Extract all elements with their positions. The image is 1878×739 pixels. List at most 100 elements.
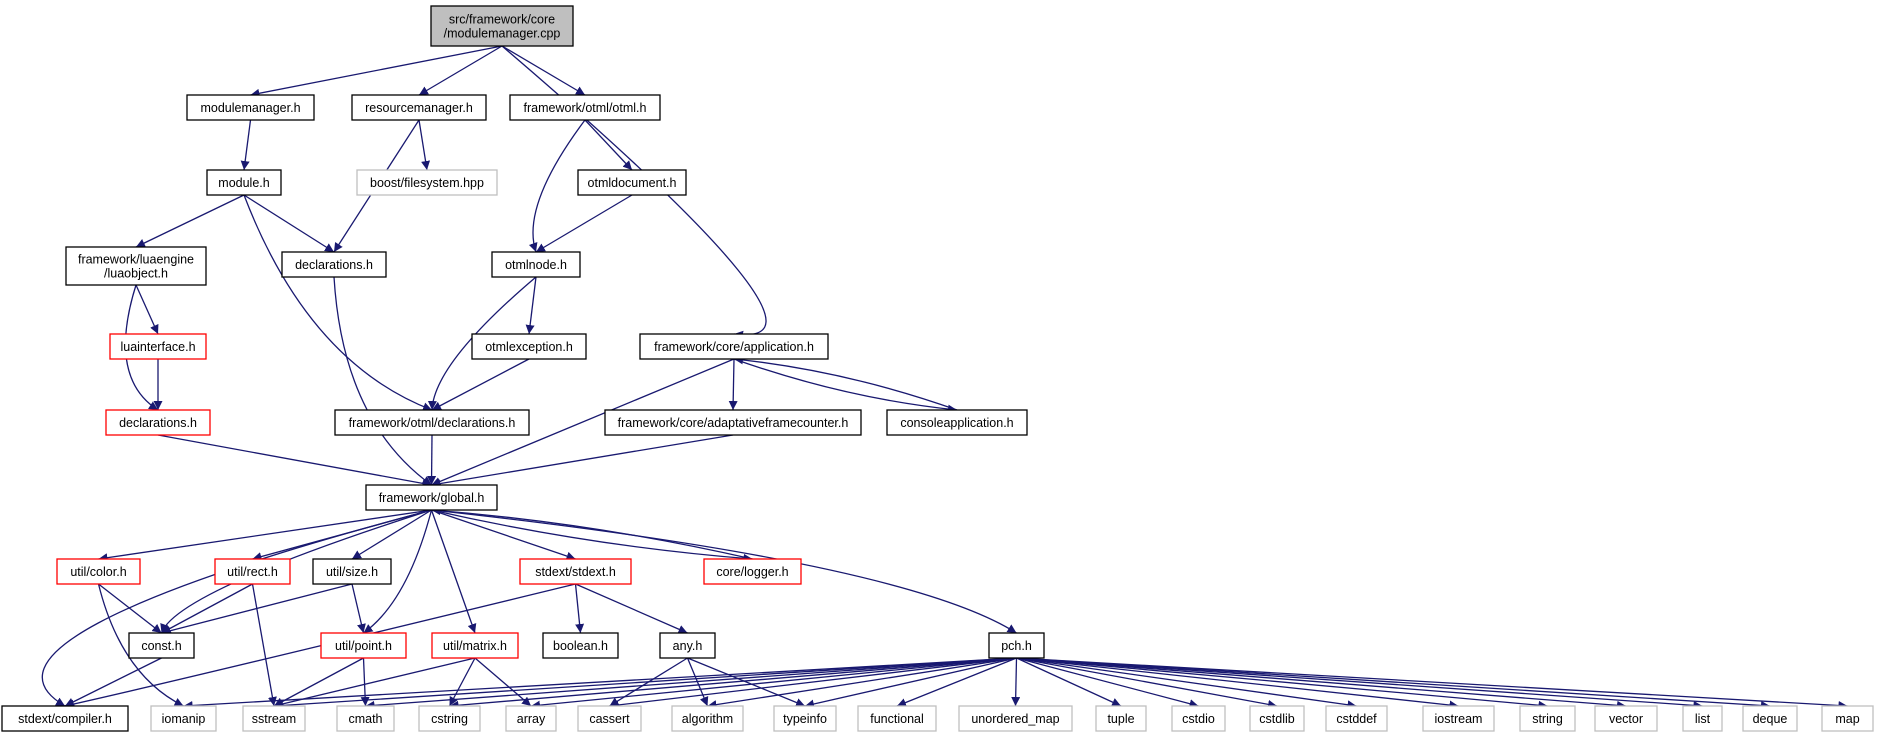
edge-pch-h-to-iomanip [183,657,1017,710]
node-label: tuple [1107,712,1134,726]
edge-root-to-resourcemanager-h [418,45,503,96]
node-label: boolean.h [553,639,608,653]
node-box [1,705,129,732]
node-label: declarations.h [119,416,197,430]
node-label: consoleapplication.h [900,416,1013,430]
node-otml-declarations-h[interactable]: framework/otml/declarations.h [334,409,530,436]
node-label: map [1835,712,1859,726]
edge-rect-h-to-const-h [161,583,253,634]
node-resourcemanager-h[interactable]: resourcemanager.h [351,94,487,121]
edge-global-h-to-size-h [351,509,432,560]
node-adaptativeframecounter-h[interactable]: framework/core/adaptativeframecounter.h [604,409,862,436]
node-const-h[interactable]: const.h [128,632,195,659]
node-vector[interactable]: vector [1594,705,1658,732]
node-otmlnode-h[interactable]: otmlnode.h [491,251,581,278]
node-map[interactable]: map [1821,705,1874,732]
node-label: cstdlib [1259,712,1294,726]
node-stdext-h[interactable]: stdext/stdext.h [519,558,632,585]
node-pch-h[interactable]: pch.h [988,632,1045,659]
edge-color-h-to-iomanip [97,583,184,707]
node-label: otmlnode.h [505,258,567,272]
node-declarations-h[interactable]: declarations.h [281,251,387,278]
edge-point-h-to-cmath [360,657,370,707]
node-luaobject-h[interactable]: framework/luaengine/luaobject.h [65,246,207,286]
node-functional[interactable]: functional [857,705,937,732]
node-box [509,94,661,121]
node-otml-h[interactable]: framework/otml/otml.h [509,94,661,121]
node-lua-declarations-h[interactable]: declarations.h [105,409,211,436]
edge-module-h-to-luaobject-h [135,194,245,248]
node-iomanip[interactable]: iomanip [150,705,217,732]
node-label: cassert [589,712,630,726]
node-string[interactable]: string [1519,705,1576,732]
node-cstdio[interactable]: cstdio [1171,705,1226,732]
node-box [128,632,195,659]
node-box [542,632,619,659]
node-modulemanager-h[interactable]: modulemanager.h [186,94,315,121]
node-label: algorithm [682,712,733,726]
node-point-h[interactable]: util/point.h [320,632,407,659]
node-rect-h[interactable]: util/rect.h [214,558,291,585]
edge-pch-h-to-cstddef [1016,657,1357,710]
node-box [1519,705,1576,732]
edge-pch-h-to-iostream [1016,657,1459,710]
node-logger-h[interactable]: core/logger.h [703,558,802,585]
node-color-h[interactable]: util/color.h [56,558,141,585]
edge-consoleapplication-h-to-application-h [733,355,958,411]
node-boolean-h[interactable]: boolean.h [542,632,619,659]
node-cassert[interactable]: cassert [577,705,642,732]
node-module-h[interactable]: module.h [206,169,282,196]
node-consoleapplication-h[interactable]: consoleapplication.h [886,409,1028,436]
node-label: core/logger.h [716,565,788,579]
node-root[interactable]: src/framework/core/modulemanager.cpp [430,5,574,47]
node-box [505,705,557,732]
edge-logger-h-to-global-h [431,506,753,560]
node-box [351,94,487,121]
edge-stdext-h-to-any-h [575,583,688,634]
edge-matrix-h-to-array [474,657,532,707]
edge-root-to-application-h [501,45,767,340]
node-cstring[interactable]: cstring [418,705,481,732]
node-any-h[interactable]: any.h [659,632,716,659]
node-label: util/color.h [70,565,126,579]
edge-global-h-to-matrix-h [430,509,477,634]
node-global-h[interactable]: framework/global.h [365,484,498,511]
node-typeinfo[interactable]: typeinfo [773,705,837,732]
node-matrix-h[interactable]: util/matrix.h [431,632,519,659]
edge-color-h-to-const-h [98,583,162,634]
node-luainterface-h[interactable]: luainterface.h [109,333,207,360]
node-iostream[interactable]: iostream [1422,705,1495,732]
node-boost-filesystem[interactable]: boost/filesystem.hpp [356,169,498,196]
node-cstdlib[interactable]: cstdlib [1249,705,1305,732]
edge-pch-h-to-array [530,657,1017,710]
node-deque[interactable]: deque [1742,705,1798,732]
node-application-h[interactable]: framework/core/application.h [639,333,829,360]
node-cmath[interactable]: cmath [336,705,395,732]
node-label: pch.h [1001,639,1032,653]
node-array[interactable]: array [505,705,557,732]
node-size-h[interactable]: util/size.h [312,558,392,585]
edge-luaobject-h-to-luainterface-h [135,284,159,335]
node-label: unordered_map [971,712,1059,726]
node-cstddef[interactable]: cstddef [1325,705,1388,732]
node-box [491,251,581,278]
edge-otmlnode-h-to-otmlexception-h [525,276,537,335]
edge-pch-h-to-vector [1016,657,1627,710]
node-compiler-h[interactable]: stdext/compiler.h [1,705,129,732]
node-otmlexception-h[interactable]: otmlexception.h [471,333,587,360]
edge-pch-h-to-functional [896,657,1017,707]
node-box [365,484,498,511]
node-box [988,632,1045,659]
node-label: util/matrix.h [443,639,507,653]
node-list[interactable]: list [1682,705,1723,732]
node-algorithm[interactable]: algorithm [671,705,744,732]
node-unordered-map[interactable]: unordered_map [958,705,1073,732]
node-tuple[interactable]: tuple [1095,705,1147,732]
node-sstream[interactable]: sstream [242,705,306,732]
node-box [150,705,217,732]
edge-global-h-to-point-h [363,509,433,634]
node-otmldocument-h[interactable]: otmldocument.h [577,169,687,196]
edge-application-h-to-consoleapplication-h [733,358,958,414]
node-label: /luaobject.h [104,267,168,281]
